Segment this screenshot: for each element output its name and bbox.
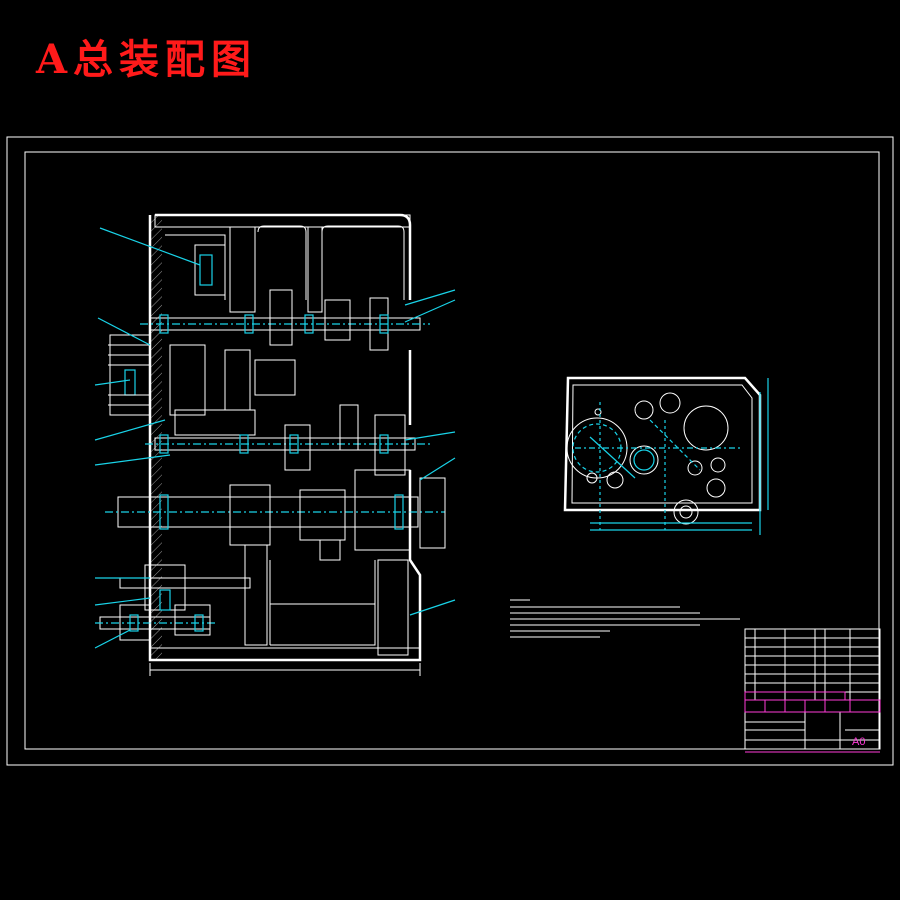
outer-frame: [6, 136, 894, 766]
gearbox-section-view: [94, 213, 456, 676]
title-block: [744, 628, 881, 753]
drawing-title: A总装配图: [36, 36, 258, 83]
sheet-size-label: A0: [852, 736, 866, 748]
gearbox-end-view: [563, 376, 769, 535]
inner-frame: [24, 151, 880, 750]
technical-notes: [510, 599, 740, 638]
